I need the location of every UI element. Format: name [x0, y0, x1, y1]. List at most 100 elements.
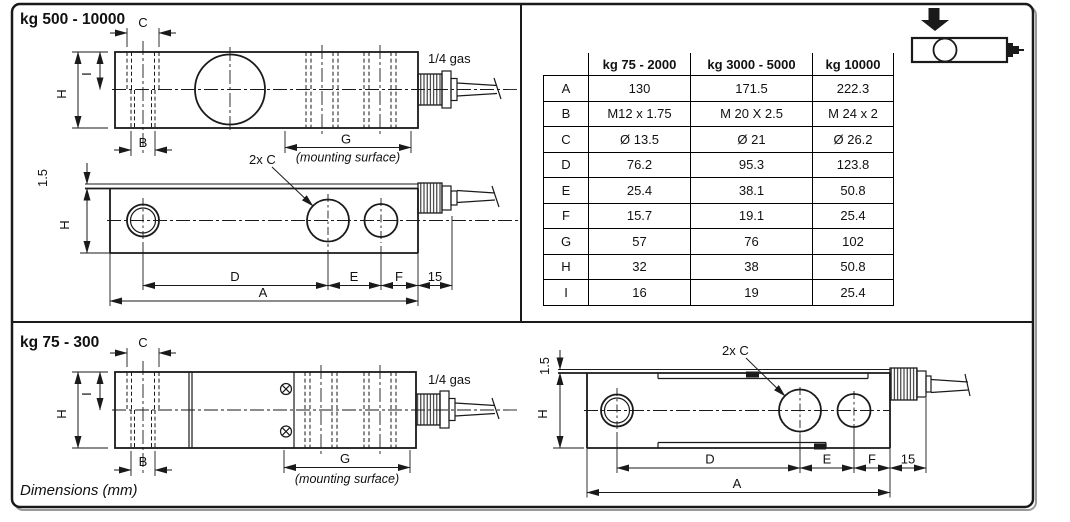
cell: 19 [690, 279, 813, 306]
table-header-row: kg 75 - 2000 kg 3000 - 5000 kg 10000 [543, 53, 894, 76]
cell: Ø 26.2 [812, 126, 894, 153]
dim-label-a: A [733, 476, 742, 491]
cell: M12 x 1.75 [588, 100, 691, 127]
column-header: kg 10000 [812, 53, 894, 76]
dim-label-e: E [823, 452, 832, 467]
dim-label-g: G [341, 132, 351, 147]
table-row: F 15.7 19.1 25.4 [543, 202, 894, 229]
dim-label-lip: 1.5 [537, 357, 552, 375]
row-label: A [543, 75, 589, 102]
top-side-view: kg 500 - 10000 C H I [20, 11, 518, 165]
cell: Ø 21 [690, 126, 813, 153]
dim-label-i: I [79, 72, 94, 76]
cable-gland-connector [889, 367, 971, 401]
dim-label-g: G [340, 451, 350, 466]
cable [454, 397, 500, 420]
dim-label-b: B [139, 135, 148, 150]
shear-slots [657, 371, 869, 450]
cable [930, 373, 971, 397]
dim-label-h: H [54, 89, 69, 98]
column-header: kg 3000 - 5000 [690, 53, 813, 76]
cell: 16 [588, 279, 691, 306]
cell: 222.3 [812, 75, 894, 102]
dim-label-c: C [138, 335, 147, 350]
top-drawing-title: kg 500 - 10000 [20, 11, 125, 28]
mounting-surface-note: (mounting surface) [295, 472, 399, 486]
cell: 57 [588, 228, 691, 255]
dim-label-c: C [138, 15, 147, 30]
dim-label-d: D [230, 269, 239, 284]
row-label: D [543, 151, 589, 178]
bottom-plan-view: 2x C 1.5 H D E F 15 A [535, 343, 971, 498]
row-label: F [543, 202, 589, 229]
cell: 25.4 [812, 202, 894, 229]
dim-label-f: F [395, 269, 403, 284]
top-plan-view: 2x C 1.5 H D E F 15 A [35, 152, 518, 306]
gas-thread-label: 1/4 gas [428, 51, 471, 66]
cell: 95.3 [690, 151, 813, 178]
arrow-down-icon [928, 8, 940, 20]
row-label: H [543, 253, 589, 280]
cell: 38.1 [690, 177, 813, 204]
cell: 76 [690, 228, 813, 255]
pictogram-hole [932, 37, 958, 63]
cell: 130 [588, 75, 691, 102]
row-label: E [543, 177, 589, 204]
cell: M 20 X 2.5 [690, 100, 813, 127]
table-row: D 76.2 95.3 123.8 [543, 151, 894, 178]
dim-label-lip: 1.5 [35, 169, 50, 187]
dim-label-15: 15 [428, 269, 442, 284]
dim-label-h: H [54, 409, 69, 418]
cell: 76.2 [588, 151, 691, 178]
table-row: A 130 171.5 222.3 [543, 75, 894, 102]
dim-label-e: E [350, 269, 359, 284]
cell: 32 [588, 253, 691, 280]
mounting-surface-note: (mounting surface) [296, 151, 400, 165]
dim-label-i: I [79, 392, 94, 396]
dim-label-f: F [868, 452, 876, 467]
cable [456, 77, 502, 100]
dimension-table: kg 75 - 2000 kg 3000 - 5000 kg 10000 A 1… [543, 53, 894, 306]
table-corner-cell [543, 53, 589, 76]
table-row: I 16 19 25.4 [543, 279, 894, 306]
dim-label-15: 15 [901, 452, 915, 467]
cell: 171.5 [690, 75, 813, 102]
cable-gland-connector [417, 70, 502, 109]
cell: 38 [690, 253, 813, 280]
cell: 25.4 [812, 279, 894, 306]
cell: 123.8 [812, 151, 894, 178]
dimensions-note: Dimensions (mm) [20, 482, 138, 499]
two-c-label: 2x C [722, 343, 749, 358]
cable-gland-connector [415, 390, 500, 429]
row-label: G [543, 228, 589, 255]
table-row: H 32 38 50.8 [543, 253, 894, 280]
bottom-side-view: kg 75 - 300 1/4 gas C H [20, 334, 518, 499]
cell: 102 [812, 228, 894, 255]
column-header: kg 75 - 2000 [588, 53, 691, 76]
dim-label-b: B [139, 454, 148, 469]
cell: M 24 x 2 [812, 100, 894, 127]
dim-label-h: H [57, 220, 72, 229]
step-edge [188, 372, 193, 448]
dim-label-h: H [535, 409, 550, 418]
two-c-label: 2x C [249, 152, 276, 167]
row-label: C [543, 126, 589, 153]
row-label: B [543, 100, 589, 127]
cell: 25.4 [588, 177, 691, 204]
weld-spot-symbols [279, 382, 293, 438]
cell: 15.7 [588, 202, 691, 229]
table-row: C Ø 13.5 Ø 21 Ø 26.2 [543, 126, 894, 153]
cable-gland-connector [417, 182, 500, 214]
dim-label-a: A [259, 285, 268, 300]
table-row: E 25.4 38.1 50.8 [543, 177, 894, 204]
cell: 50.8 [812, 253, 894, 280]
cell: 50.8 [812, 177, 894, 204]
cell: Ø 13.5 [588, 126, 691, 153]
pictogram-body [910, 36, 1009, 64]
dim-label-d: D [705, 452, 714, 467]
table-row: G 57 76 102 [543, 228, 894, 255]
cable [456, 185, 500, 208]
load-direction-icon [910, 8, 1024, 64]
